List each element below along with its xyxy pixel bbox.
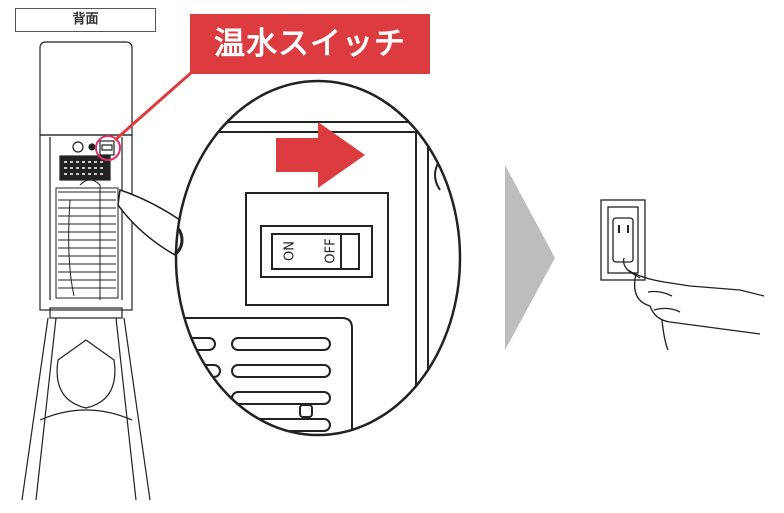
rear-view-label: 背面 [15,8,156,32]
hot-water-switch-title: 温水スイッチ [190,14,430,74]
switch-on-label: ON [283,241,298,261]
arrow-right-icon [276,122,365,188]
magnified-view [117,79,462,437]
hand-icon [627,269,765,297]
switch-off-label: OFF [324,238,339,263]
water-dispenser-rear [21,41,151,501]
next-step-arrow-icon [505,165,555,350]
wall-outlet-unplug [600,199,765,351]
condenser-coil [55,179,119,300]
wall-plate [600,199,646,281]
switch-highlight-circle [95,135,121,161]
switch-panel [245,192,389,306]
rocker-switch [271,233,360,270]
callout-pointer [114,70,193,142]
